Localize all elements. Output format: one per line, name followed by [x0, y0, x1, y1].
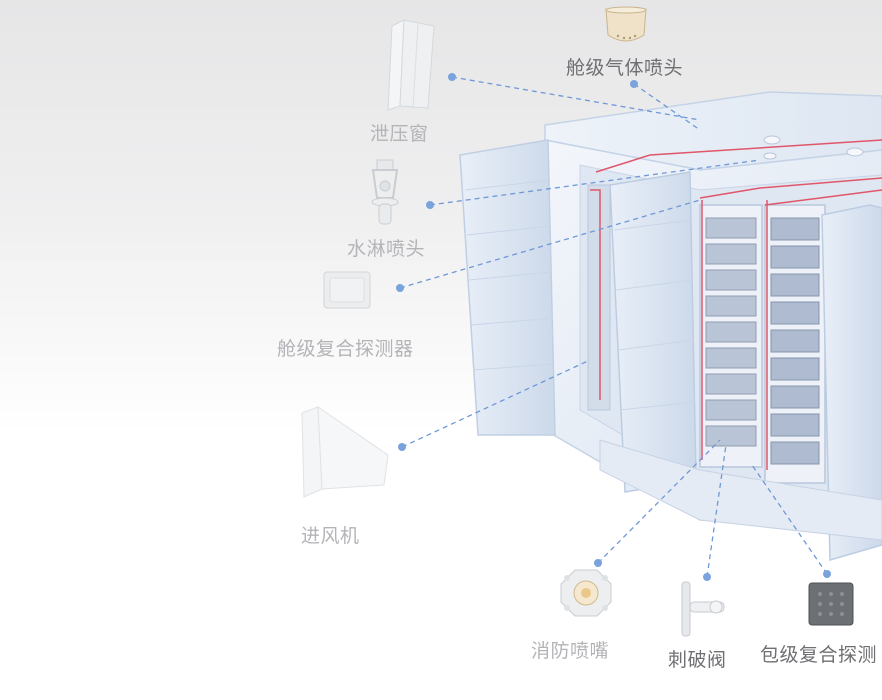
container-left-door — [459, 139, 556, 436]
label-puncture-valve: 刺破阀 — [668, 649, 727, 671]
label-pressure-relief-window: 泄压窗 — [370, 123, 429, 145]
puncture-valve-icon — [681, 581, 725, 637]
container-floor — [599, 439, 882, 541]
fire-nozzle-icon — [560, 569, 612, 617]
label-cabin-gas-nozzle: 舱级气体喷头 — [566, 57, 684, 79]
label-pack-composite-detector: 包级复合探测 — [760, 644, 878, 666]
label-sprinkler-head: 水淋喷头 — [347, 238, 426, 260]
battery-rack-back — [587, 184, 611, 411]
pack-detector-icon — [808, 582, 854, 626]
label-air-intake-fan: 进风机 — [301, 525, 360, 547]
gas-nozzle-icon — [605, 6, 647, 42]
intake-fan-icon — [301, 406, 389, 498]
battery-rack-right — [764, 200, 826, 484]
label-cabin-composite-detector: 舱级复合探测器 — [277, 338, 414, 360]
label-fire-nozzle: 消防喷嘴 — [531, 640, 610, 662]
battery-rack-left — [699, 200, 763, 468]
sprinkler-head-icon — [371, 159, 399, 225]
pressure-relief-window-icon — [387, 19, 435, 111]
battery-wiring — [595, 139, 882, 173]
cabin-detector-icon — [323, 271, 371, 309]
